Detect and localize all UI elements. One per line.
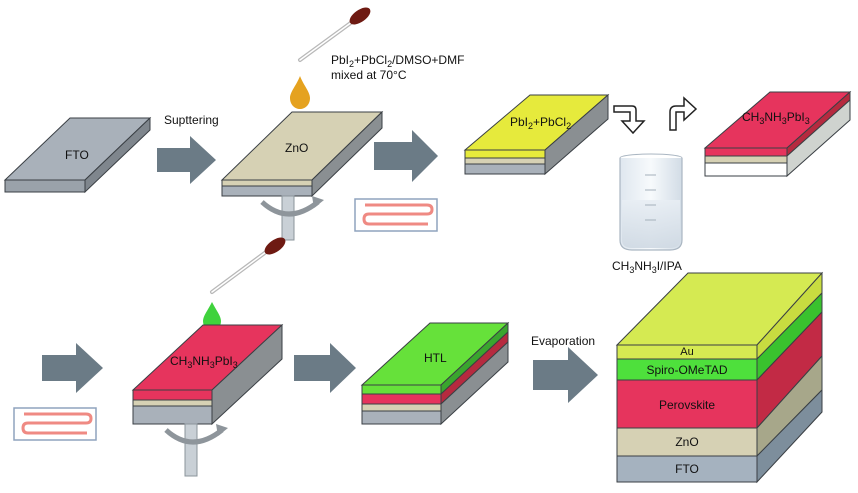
hotplate-icon-2: [13, 407, 97, 441]
spin-coater-icon-2: [164, 423, 228, 477]
htl-label: HTL: [424, 351, 447, 365]
precursor-condition-label: mixed at 70°C: [331, 68, 407, 82]
evaporation-label: Evaporation: [531, 334, 596, 348]
process-arrow-2: [374, 130, 438, 182]
process-arrow-4: [294, 343, 356, 393]
pbi2-pbcl2-label: PbI2+PbCl2: [510, 115, 572, 131]
dipping-solution-label: CH3NH3I/IPA: [612, 259, 682, 275]
process-arrow-3: [42, 343, 103, 393]
beaker-icon: [619, 153, 683, 251]
device-stack: [615, 271, 824, 484]
hotplate-icon: [354, 198, 438, 232]
pbi2-pbcl2-substrate: [463, 93, 610, 176]
stack-layer-spiro: Spiro-OMeTAD: [646, 363, 728, 377]
fto-label: FTO: [65, 148, 89, 162]
process-arrow-1: [157, 136, 216, 184]
stack-layer-perovskite: Perovskite: [658, 398, 716, 412]
zno-substrate: [220, 110, 384, 198]
process-arrow-5: [533, 347, 598, 403]
precursor-label: PbI2+PbCl2/DMSO+DMF: [331, 53, 465, 69]
sputtering-label: Supttering: [164, 113, 219, 127]
perovskite-coated-label: CH3NH3PbI3: [170, 354, 238, 370]
droplet-icon: [290, 76, 310, 109]
droplet-icon-2: [203, 302, 221, 330]
dip-up-arrow-icon: [669, 96, 698, 131]
perovskite-product-label: CH3NH3PbI3: [742, 110, 810, 126]
dip-down-arrow-icon: [613, 105, 646, 135]
stack-layer-zno: ZnO: [675, 435, 699, 449]
spin-coater-icon: [260, 195, 324, 241]
pipette-icon-2: [210, 237, 286, 294]
pipette-icon: [298, 7, 371, 62]
perovskite-coated-substrate: [131, 323, 284, 426]
stack-layer-au: Au: [680, 346, 694, 358]
stack-layer-fto: FTO: [675, 462, 699, 476]
zno-label: ZnO: [285, 141, 309, 155]
htl-substrate: [360, 321, 510, 426]
fto-substrate: [3, 116, 152, 194]
perovskite-product-substrate: [703, 90, 852, 178]
